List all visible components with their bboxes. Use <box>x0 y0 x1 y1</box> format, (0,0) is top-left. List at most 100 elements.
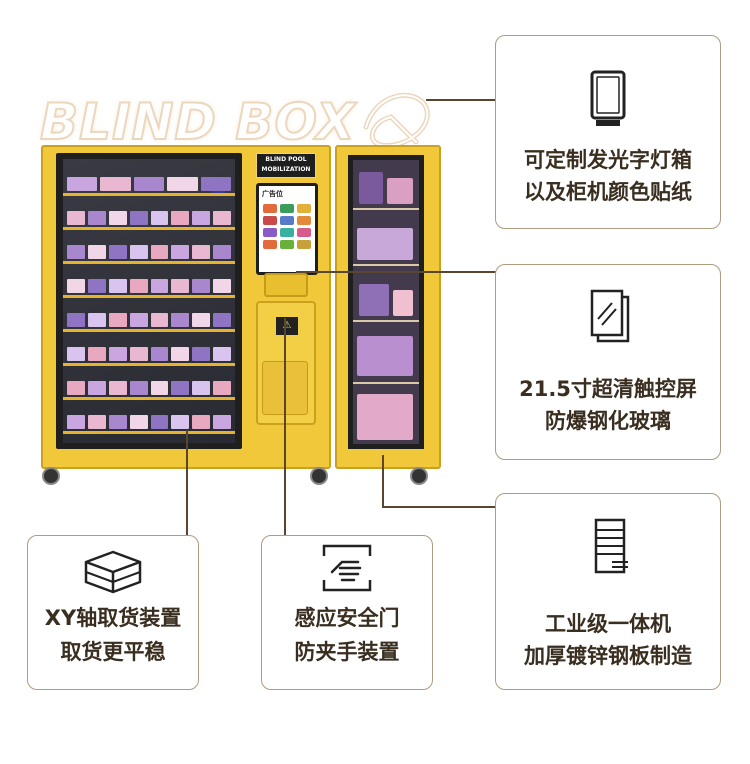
product-row <box>67 313 231 327</box>
package-box-icon <box>84 550 142 594</box>
touch-screen[interactable]: 广告位 <box>256 183 318 275</box>
product-box <box>213 211 231 225</box>
product-box <box>87 415 106 429</box>
product-row <box>67 279 231 293</box>
hand-sensor-icon <box>322 544 372 592</box>
product-box <box>129 279 148 293</box>
product-box <box>87 313 106 327</box>
feature-card-screen: 21.5寸超清触控屏 防爆钢化玻璃 <box>495 264 721 460</box>
product-row <box>67 381 231 395</box>
product-row <box>67 415 231 429</box>
product-box <box>133 177 165 191</box>
shelf <box>63 329 235 332</box>
product-box <box>108 415 127 429</box>
feature-text-line2: 以及柜机颜色贴纸 <box>524 180 692 204</box>
screen-ad-tag: 广告位 <box>262 190 283 198</box>
product-box <box>87 381 106 395</box>
product-box <box>67 211 85 225</box>
product-box <box>108 245 127 259</box>
control-panel: BLIND POOL MOBILIZATION 广告位 ⚠ <box>250 153 326 453</box>
product-box <box>171 313 190 327</box>
feature-text-line1: XY轴取货装置 <box>44 606 182 630</box>
product-box <box>67 279 85 293</box>
blind-box-logo: BLIND BOX <box>38 85 458 155</box>
product-box <box>150 211 169 225</box>
pickup-door[interactable]: ⚠ <box>256 301 316 425</box>
feature-text-line1: 感应安全门 <box>294 606 400 630</box>
logo-swirl-icon <box>363 92 430 148</box>
product-box <box>192 245 211 259</box>
product-box <box>171 415 190 429</box>
product-box <box>192 415 211 429</box>
feature-text-line2: 取货更平稳 <box>60 640 166 664</box>
product-box <box>213 381 231 395</box>
product-box <box>108 313 127 327</box>
shelf <box>63 193 235 196</box>
product-box <box>192 211 211 225</box>
callout-line-steel-h <box>382 506 496 508</box>
product-box <box>192 381 211 395</box>
product-box <box>167 177 198 191</box>
feature-text-line2: 防夹手装置 <box>294 640 400 664</box>
feature-card-xy-axis: XY轴取货装置 取货更平稳 <box>27 535 199 690</box>
shelf <box>63 397 235 400</box>
product-box <box>150 313 169 327</box>
product-box <box>200 177 232 191</box>
product-box <box>213 279 231 293</box>
shelf <box>63 431 235 434</box>
product-box <box>87 211 106 225</box>
vending-machine-image: BLIND BOX 2 BLIND POOL <box>38 65 441 490</box>
callout-line-lightbox <box>426 99 496 101</box>
main-display-window: 2 <box>56 153 242 449</box>
product-box <box>67 177 98 191</box>
shelf <box>63 363 235 366</box>
product-box <box>171 211 190 225</box>
side-display-window <box>348 155 424 449</box>
wheel-icon <box>42 467 60 485</box>
steel-plate-icon <box>594 518 628 574</box>
feature-text-line1: 可定制发光字灯箱 <box>524 148 692 172</box>
product-row <box>67 347 231 361</box>
shelf <box>63 295 235 298</box>
wheel-icon <box>410 467 428 485</box>
brand-plate: BLIND POOL MOBILIZATION <box>256 153 316 178</box>
feature-text-line1: 21.5寸超清触控屏 <box>519 377 697 401</box>
product-box <box>129 211 148 225</box>
shelf <box>63 227 235 230</box>
product-box <box>67 381 85 395</box>
feature-text-line2: 加厚镀锌钢板制造 <box>524 644 692 668</box>
product-box <box>129 347 148 361</box>
product-box <box>129 381 148 395</box>
feature-text-line1: 工业级一体机 <box>545 612 671 636</box>
brand-line-2: MOBILIZATION <box>261 166 311 173</box>
product-box <box>129 245 148 259</box>
callout-line-xy <box>186 430 188 536</box>
product-box <box>108 381 127 395</box>
product-box <box>150 279 169 293</box>
feature-card-safety-door: 感应安全门 防夹手装置 <box>261 535 433 690</box>
glass-screen-icon <box>590 289 630 343</box>
product-box <box>171 245 190 259</box>
product-box <box>213 313 231 327</box>
product-box <box>108 211 127 225</box>
product-row <box>67 177 232 191</box>
feature-card-lightbox: 可定制发光字灯箱 以及柜机颜色贴纸 <box>495 35 721 229</box>
product-box <box>100 177 131 191</box>
product-box <box>171 279 190 293</box>
logo-text: BLIND BOX <box>39 92 356 152</box>
product-box <box>67 347 85 361</box>
product-box <box>171 381 190 395</box>
product-box <box>192 347 211 361</box>
warning-sign-icon: ⚠ <box>276 317 298 335</box>
brand-line-1: BLIND POOL <box>265 156 307 163</box>
callout-line-door <box>284 318 286 536</box>
product-box <box>150 347 169 361</box>
product-box <box>150 245 169 259</box>
callout-line-screen <box>296 271 496 273</box>
lightbox-icon <box>590 70 626 126</box>
product-box <box>213 347 231 361</box>
wheel-icon <box>310 467 328 485</box>
product-box <box>129 415 148 429</box>
callout-line-steel-v <box>382 455 384 507</box>
product-box <box>87 279 106 293</box>
